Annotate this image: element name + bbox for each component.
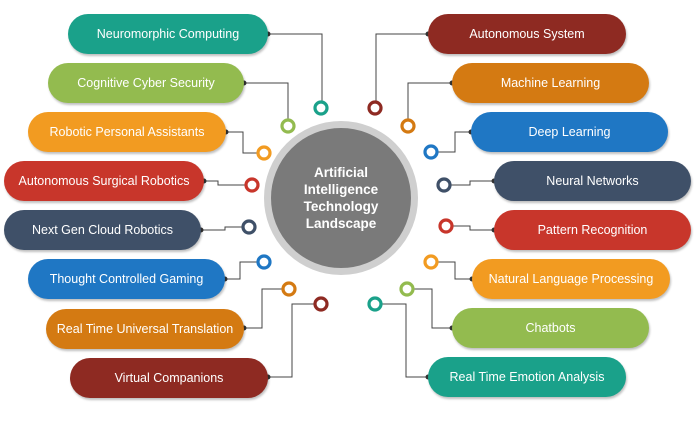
right-ring-node [400, 118, 416, 134]
left-ring-node [280, 118, 296, 134]
left-ring-node [241, 219, 257, 235]
right-item-pattern-recognition: Pattern Recognition [494, 210, 691, 250]
right-ring-node [423, 254, 439, 270]
right-item-natural-language-processing: Natural Language Processing [472, 259, 670, 299]
left-connector-line [244, 288, 289, 329]
left-connector-line [244, 82, 289, 126]
right-ring-node [438, 218, 454, 234]
left-item-cognitive-cyber-security: Cognitive Cyber Security [48, 63, 244, 103]
right-item-real-time-emotion-analysis: Real Time Emotion Analysis [428, 357, 626, 397]
left-item-virtual-companions: Virtual Companions [70, 358, 268, 398]
left-ring-node [313, 100, 329, 116]
left-ring-node [256, 254, 272, 270]
right-connector-line [375, 33, 428, 108]
left-item-real-time-universal-translation: Real Time Universal Translation [46, 309, 244, 349]
right-ring-node [367, 296, 383, 312]
left-connector-line [226, 131, 264, 154]
right-item-machine-learning: Machine Learning [452, 63, 649, 103]
right-connector-line [431, 261, 472, 280]
left-ring-node [256, 145, 272, 161]
left-ring-node [281, 281, 297, 297]
left-connector-line [201, 226, 249, 231]
left-connector-line [268, 33, 323, 108]
right-connector-line [407, 288, 452, 329]
right-ring-node [436, 177, 452, 193]
left-item-autonomous-surgical-robotics: Autonomous Surgical Robotics [4, 161, 204, 201]
left-ring-node [244, 177, 260, 193]
right-item-deep-learning: Deep Learning [471, 112, 668, 152]
right-connector-line [431, 131, 471, 153]
left-item-neuromorphic-computing: Neuromorphic Computing [68, 14, 268, 54]
center-title: Artificial Intelligence Technology Lands… [303, 165, 379, 231]
right-ring-node [423, 144, 439, 160]
right-connector-line [407, 82, 452, 126]
right-connector-line [375, 303, 428, 378]
left-item-next-gen-cloud-robotics: Next Gen Cloud Robotics [4, 210, 201, 250]
right-item-neural-networks: Neural Networks [494, 161, 691, 201]
right-ring-node [367, 100, 383, 116]
right-connector-line [444, 180, 494, 186]
right-item-autonomous-system: Autonomous System [428, 14, 626, 54]
center-hub: Artificial Intelligence Technology Lands… [264, 121, 418, 275]
left-ring-node [313, 296, 329, 312]
right-item-chatbots: Chatbots [452, 308, 649, 348]
right-ring-node [399, 281, 415, 297]
left-connector-line [204, 180, 252, 186]
left-item-robotic-personal-assistants: Robotic Personal Assistants [28, 112, 226, 152]
left-connector-line [225, 261, 264, 280]
left-connector-line [268, 303, 321, 378]
left-item-thought-controlled-gaming: Thought Controlled Gaming [28, 259, 225, 299]
right-connector-line [446, 225, 494, 231]
